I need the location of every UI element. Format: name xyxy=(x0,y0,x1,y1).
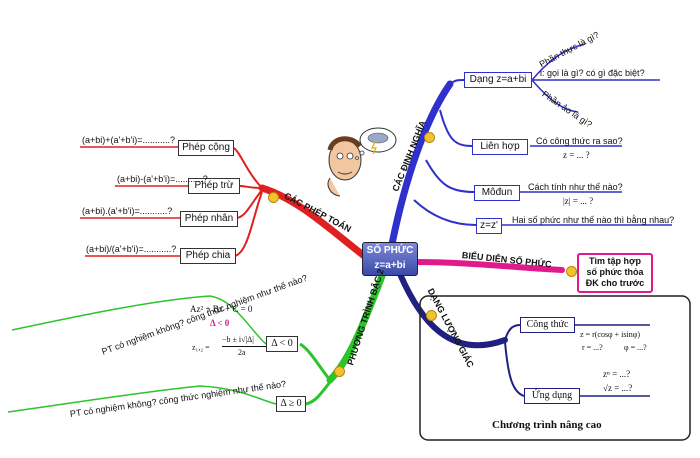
quad-pos-node[interactable]: Δ ≥ 0 xyxy=(276,396,306,412)
rep-box[interactable]: Tìm tập hợp số phức thỏa ĐK cho trước xyxy=(580,256,650,290)
rep-line2: số phức thỏa xyxy=(586,267,644,277)
def-mod-node[interactable]: Môđun xyxy=(474,185,520,201)
op-add-node[interactable]: Phép cộng xyxy=(178,140,234,156)
smiley-icon xyxy=(566,266,577,277)
advanced-label: Chương trình nâng cao xyxy=(492,419,602,431)
trig-app-f2: √z = ...? xyxy=(603,383,633,393)
op-sub-node[interactable]: Phép trừ xyxy=(188,178,240,194)
def-conj-formula: z = ... ? xyxy=(563,150,590,160)
trig-app-f1: zⁿ = ...? xyxy=(603,369,631,379)
op-add-expr: (a+bi)+(a'+b'i)=...........? xyxy=(82,135,175,145)
quad-neg-node[interactable]: Δ < 0 xyxy=(266,336,298,352)
quad-root-lhs: z₁,₂ = xyxy=(192,343,210,352)
smiley-icon xyxy=(334,366,345,377)
rep-line1: Tìm tập hợp xyxy=(589,256,641,266)
center-formula: z=a+bi xyxy=(374,260,406,271)
def-eq-node[interactable]: z=z' xyxy=(476,218,502,234)
def-eq-q: Hai số phức như thế nào thì bằng nhau? xyxy=(512,215,675,225)
branch-defs xyxy=(388,80,454,248)
trig-formula-f1: z = r(cosφ + isinφ) xyxy=(580,330,641,339)
quad-root-den: 2a xyxy=(238,348,246,357)
trig-formula-f2: r = ...? xyxy=(582,343,603,352)
op-mul-node[interactable]: Phép nhân xyxy=(180,211,238,227)
def-form-q2: i: gọi là gì? có gì đặc biệt? xyxy=(540,68,645,78)
def-conj-q: Có công thức ra sao? xyxy=(536,136,623,146)
def-conj-node[interactable]: Liên hợp xyxy=(472,139,528,155)
def-mod-q: Cách tính như thế nào? xyxy=(528,182,623,192)
quad-root-num: −b ± i√|Δ| xyxy=(222,335,254,344)
center-node[interactable]: SỐ PHỨC z=a+bi xyxy=(362,242,418,276)
center-title: SỐ PHỨC xyxy=(366,245,414,256)
fraction-bar xyxy=(222,346,266,347)
op-div-expr: (a+bi)/(a'+b'i)=...........? xyxy=(86,244,177,254)
branch-trig xyxy=(397,271,508,349)
quad-condition: Δ < 0 xyxy=(210,318,230,328)
trig-app-node[interactable]: Ứng dụng xyxy=(524,388,580,404)
trig-formula-node[interactable]: Công thức xyxy=(520,317,575,333)
branch-rep xyxy=(412,259,565,273)
def-mod-formula: |z| = ... ? xyxy=(563,196,594,206)
op-sub-expr: (a+bi)-(a'+b'i)=...........? xyxy=(117,174,208,184)
op-mul-expr: (a+bi).(a'+b'i)=...........? xyxy=(82,206,173,216)
rep-line3: ĐK cho trước xyxy=(585,278,645,288)
smiley-icon xyxy=(424,132,435,143)
smiley-icon xyxy=(426,310,437,321)
thinking-man-icon xyxy=(327,127,397,197)
quad-equation: Az² + Bz + C = 0 xyxy=(190,304,253,314)
def-form-node[interactable]: Dạng z=a+bi xyxy=(464,72,532,88)
trig-formula-f3: φ = ...? xyxy=(624,343,647,352)
smiley-icon xyxy=(268,192,279,203)
op-div-node[interactable]: Phép chia xyxy=(180,248,236,264)
